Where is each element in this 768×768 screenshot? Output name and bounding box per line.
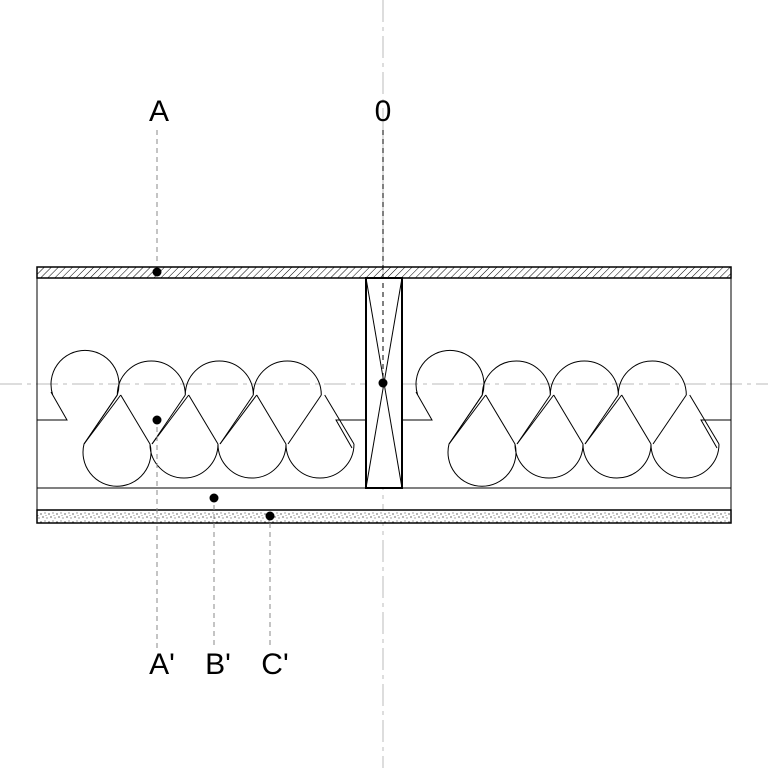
insulation-diagonal bbox=[219, 394, 258, 445]
insulation-bottom-loops bbox=[82, 419, 366, 487]
insulation-batt-right bbox=[402, 349, 731, 487]
point-a-prime bbox=[152, 415, 162, 425]
insulation-diagonal bbox=[652, 394, 687, 445]
insulation-diagonal bbox=[485, 394, 516, 445]
label-a-prime: A' bbox=[149, 648, 175, 681]
insulation-diagonal bbox=[287, 394, 322, 445]
insulation-diagonal bbox=[584, 394, 623, 445]
insulation-diagonal bbox=[689, 394, 720, 445]
insulation-diagonal bbox=[151, 394, 190, 445]
insulation-diagonal bbox=[448, 394, 487, 445]
insulation-batt-left bbox=[37, 349, 366, 487]
insulation-bottom-loops bbox=[447, 419, 731, 487]
insulation-diagonal bbox=[256, 394, 287, 445]
point-zero bbox=[378, 378, 388, 388]
insulation-diagonal bbox=[120, 394, 151, 445]
insulation-diagonal bbox=[621, 394, 652, 445]
label-c-prime: C' bbox=[261, 648, 288, 681]
label-b-prime: B' bbox=[205, 648, 231, 681]
insulation-top-loops bbox=[37, 349, 322, 421]
bottom-gypsum-board bbox=[36, 509, 732, 524]
label-zero: 0 bbox=[375, 95, 392, 128]
point-c-prime bbox=[265, 511, 275, 521]
insulation-diagonal bbox=[324, 394, 355, 445]
top-sheathing-board bbox=[36, 266, 732, 279]
insulation-diagonal bbox=[516, 394, 555, 445]
label-a: A bbox=[149, 95, 169, 128]
insulation-diagonal bbox=[553, 394, 584, 445]
insulation-diagonal bbox=[83, 394, 122, 445]
point-a bbox=[152, 267, 162, 277]
insulation-top-loops bbox=[402, 349, 687, 421]
insulation-diagonal bbox=[188, 394, 219, 445]
point-b-prime bbox=[209, 493, 219, 503]
